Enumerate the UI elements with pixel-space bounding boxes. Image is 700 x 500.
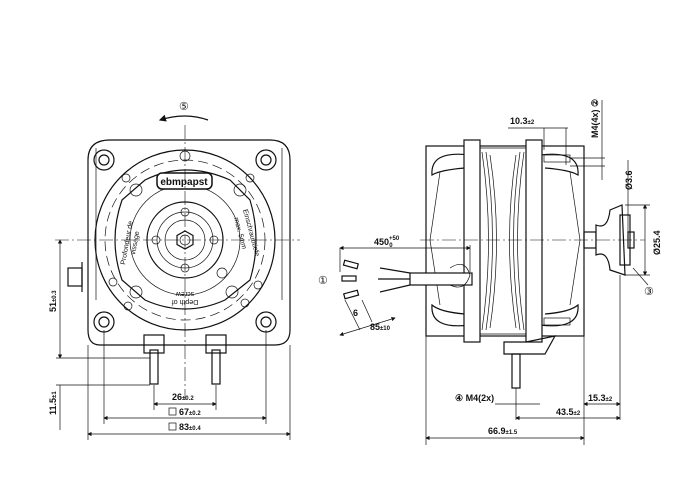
label-fr-2: vissage xyxy=(130,231,141,256)
dim-shaft-length: 43.5±2 xyxy=(556,407,581,417)
dim-hub-diameter: Ø25.4 xyxy=(652,230,662,255)
marker-cable: ① xyxy=(318,275,328,287)
dim-hole-square: 67±0.2 xyxy=(179,407,201,417)
wire-ends xyxy=(341,259,360,300)
label-en-2: screw xyxy=(175,290,194,297)
motor-body-side xyxy=(425,145,585,337)
dim-thread-depth: 10.3±2 xyxy=(510,116,535,126)
dim-center-height: 51±0.3 xyxy=(48,290,58,312)
stator-ring-left xyxy=(463,139,481,343)
marker-hub: ③ xyxy=(644,286,654,298)
dim-pin-spacing: 26±0.2 xyxy=(172,392,194,402)
cable xyxy=(409,272,473,286)
stator-ring-right xyxy=(525,139,543,343)
front-view: ⑤ ebmpapst Prof xyxy=(48,101,300,440)
dim-pin-length: 11.5±1 xyxy=(48,391,58,415)
dim-bottom-thread: ④ M4(2x) xyxy=(455,393,494,403)
dim-mount-thread: M4(4x) ② xyxy=(590,99,600,138)
dim-bore: Ø3.6 xyxy=(624,170,634,190)
dim-wire-length: 85±10 xyxy=(370,322,391,332)
dim-body-square: 83±0.4 xyxy=(179,422,201,432)
dim-strip-length: 6 xyxy=(353,308,358,318)
rotation-arrow-icon xyxy=(158,114,209,122)
dim-hub-offset: 15.3±2 xyxy=(588,393,613,403)
rotation-marker: ⑤ xyxy=(179,101,189,113)
brand-logo-text: ebmpapst xyxy=(160,177,208,188)
dim-overall-length: 66.9±1.5 xyxy=(488,426,518,436)
brand-logo xyxy=(156,172,213,190)
connector-pins xyxy=(143,334,227,385)
